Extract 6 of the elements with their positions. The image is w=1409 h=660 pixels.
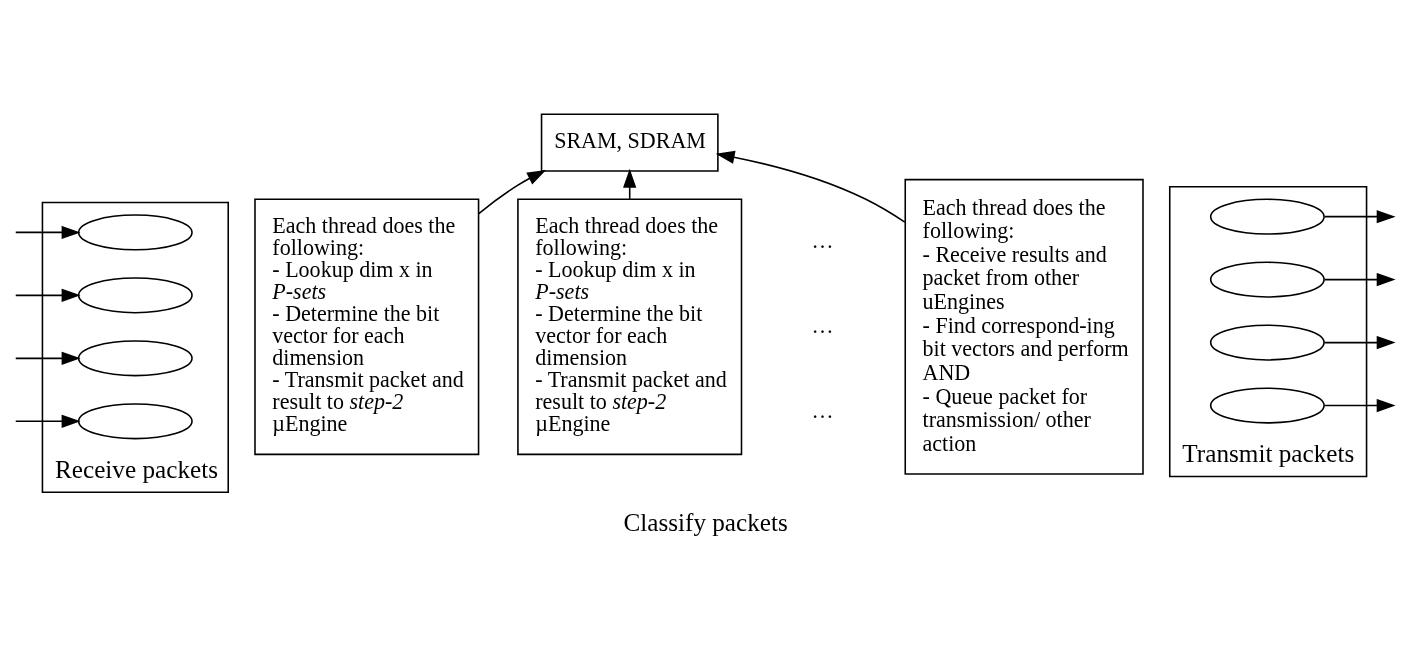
node-label: Transmit packets [1182, 439, 1355, 467]
label: … [811, 227, 834, 253]
label: … [811, 312, 834, 338]
label: … [811, 397, 834, 423]
caption: Classify packets [623, 509, 788, 537]
node-label: Receive packets [55, 455, 218, 483]
